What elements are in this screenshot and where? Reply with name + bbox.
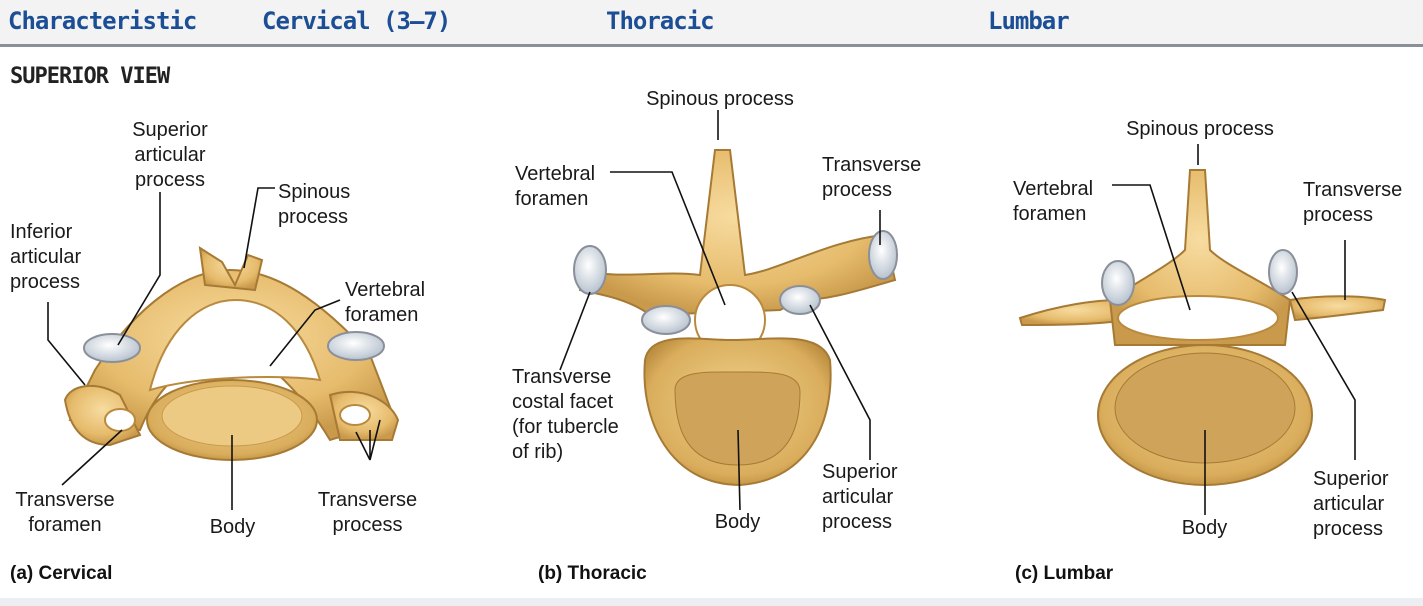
- label-thoracic-spinous-process: Spinous process: [630, 87, 810, 112]
- label-cervical-superior-articular-process: Superior articular process: [110, 118, 230, 193]
- label-thoracic-vertebral-foramen: Vertebral foramen: [515, 162, 625, 212]
- label-thoracic-transverse-costal-facet: Transverse costal facet (for tubercle of…: [512, 365, 642, 465]
- label-lumbar-spinous-process: Spinous process: [1105, 117, 1295, 142]
- label-thoracic-superior-articular-process: Superior articular process: [822, 460, 932, 535]
- label-lumbar-body: Body: [1172, 516, 1237, 541]
- label-cervical-vertebral-foramen: Vertebral foramen: [345, 278, 455, 328]
- caption-thoracic: (b) Thoracic: [538, 563, 647, 585]
- caption-cervical: (a) Cervical: [10, 563, 112, 585]
- label-cervical-body: Body: [200, 515, 265, 540]
- label-cervical-spinous-process: Spinous process: [278, 180, 388, 230]
- label-lumbar-vertebral-foramen: Vertebral foramen: [1013, 177, 1123, 227]
- caption-lumbar: (c) Lumbar: [1015, 563, 1113, 585]
- label-lumbar-transverse-process: Transverse process: [1303, 178, 1418, 228]
- label-lumbar-superior-articular-process: Superior articular process: [1313, 467, 1418, 542]
- footer-divider: [0, 598, 1423, 606]
- label-cervical-transverse-foramen: Transverse foramen: [5, 488, 125, 538]
- label-thoracic-transverse-process: Transverse process: [822, 153, 952, 203]
- label-thoracic-body: Body: [705, 510, 770, 535]
- label-cervical-inferior-articular-process: Inferior articular process: [10, 220, 120, 295]
- label-cervical-transverse-process: Transverse process: [305, 488, 430, 538]
